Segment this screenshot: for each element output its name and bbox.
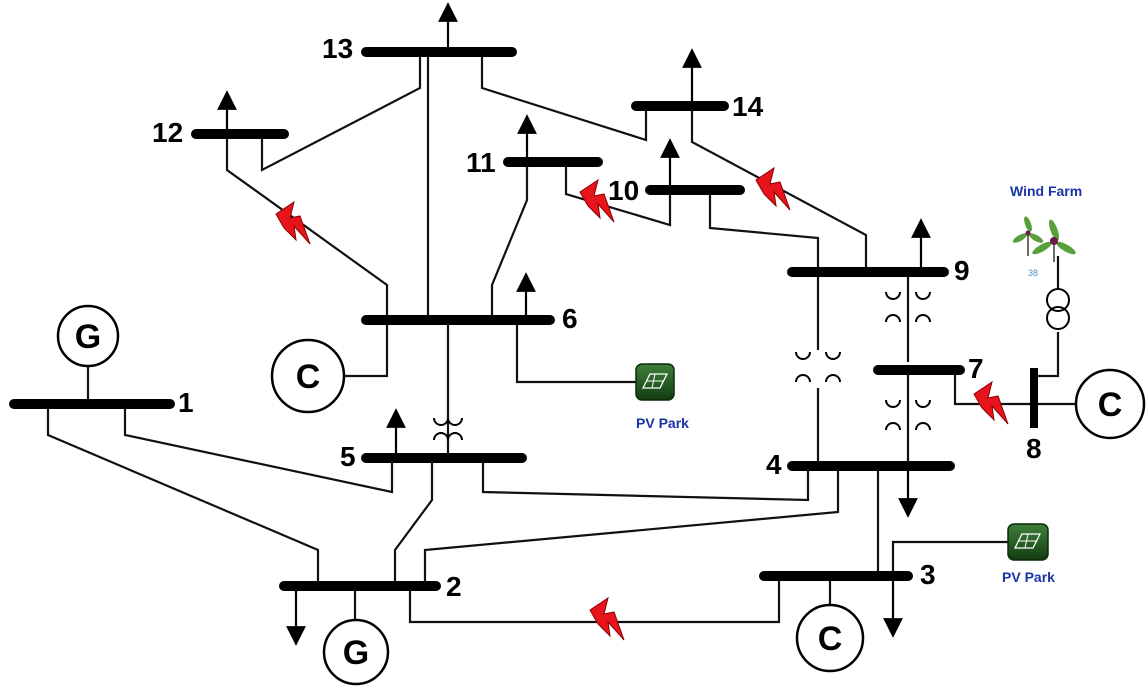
wind-turbine-icon bbox=[1012, 216, 1044, 256]
line-6-12 bbox=[225, 134, 389, 320]
generator-label: G bbox=[75, 318, 101, 356]
generator-bus2: G bbox=[322, 618, 390, 686]
line-5-4 bbox=[481, 458, 810, 502]
bus-label-9: 9 bbox=[954, 255, 970, 286]
line-11-10 bbox=[564, 162, 672, 227]
transformer-icon bbox=[885, 399, 931, 431]
bus-label-12: 12 bbox=[152, 117, 183, 148]
condenser-bus8: C bbox=[1074, 368, 1146, 440]
bus-label-13: 13 bbox=[322, 33, 353, 64]
bus-label-6: 6 bbox=[562, 303, 578, 334]
line-1-5 bbox=[123, 404, 394, 494]
bus-label-5: 5 bbox=[340, 441, 356, 472]
transformer-icon bbox=[433, 417, 463, 441]
bus-labels: 13 12 14 11 10 9 6 7 1 5 4 8 2 3 bbox=[152, 33, 1042, 602]
bus-label-11: 11 bbox=[466, 147, 496, 178]
condenser-bus6: C bbox=[270, 338, 346, 414]
condenser-label: C bbox=[1098, 386, 1123, 424]
bus-label-8: 8 bbox=[1026, 433, 1042, 464]
lightning-bolt-icon bbox=[589, 597, 625, 641]
line-2-4 bbox=[423, 466, 840, 586]
line-6-11 bbox=[490, 162, 529, 320]
bus-label-7: 7 bbox=[968, 353, 984, 384]
transformer-icon bbox=[795, 351, 841, 383]
pv-park-bus6: PV Park bbox=[635, 363, 689, 431]
condenser-bus3: C bbox=[795, 603, 865, 673]
bus-label-1: 1 bbox=[178, 387, 194, 418]
busbars bbox=[9, 47, 1038, 591]
line-8-wind bbox=[1034, 332, 1060, 378]
pv-park-label: PV Park bbox=[636, 415, 689, 431]
wind-farm-number: 38 bbox=[1028, 268, 1038, 278]
line-7-8 bbox=[953, 370, 1030, 406]
line-1-2 bbox=[46, 404, 320, 586]
bus-label-3: 3 bbox=[920, 559, 936, 590]
transformer-icon bbox=[1046, 288, 1070, 330]
bus-label-4: 4 bbox=[766, 449, 782, 480]
line-6-pv bbox=[515, 320, 636, 384]
lightning-bolt-icon bbox=[755, 167, 791, 211]
generator-bus1: G bbox=[56, 304, 120, 368]
condenser-label: C bbox=[296, 358, 321, 396]
line-12-13 bbox=[260, 52, 422, 172]
transformer-icon bbox=[885, 291, 931, 323]
transformers bbox=[433, 288, 1070, 441]
wind-farm-label: Wind Farm bbox=[1010, 183, 1082, 199]
line-10-9 bbox=[708, 190, 820, 272]
solar-panel-icon bbox=[1007, 523, 1049, 561]
line-2-3 bbox=[408, 576, 781, 624]
bus-label-14: 14 bbox=[732, 91, 764, 122]
solar-panel-icon bbox=[635, 363, 675, 401]
line-13-14 bbox=[480, 52, 648, 142]
line-3-pv bbox=[891, 540, 1008, 576]
bus-label-10: 10 bbox=[608, 175, 639, 206]
pv-park-bus3: PV Park bbox=[1002, 523, 1055, 585]
generator-label: G bbox=[343, 634, 369, 672]
wind-farm: Wind Farm 38 bbox=[1010, 183, 1082, 278]
line-6-cond bbox=[345, 320, 389, 378]
pv-park-label: PV Park bbox=[1002, 569, 1055, 585]
wind-turbine-icon bbox=[1032, 219, 1076, 262]
condenser-label: C bbox=[818, 620, 843, 658]
bus-label-2: 2 bbox=[446, 571, 462, 602]
line-2-5 bbox=[393, 458, 434, 586]
loads bbox=[217, 2, 931, 646]
